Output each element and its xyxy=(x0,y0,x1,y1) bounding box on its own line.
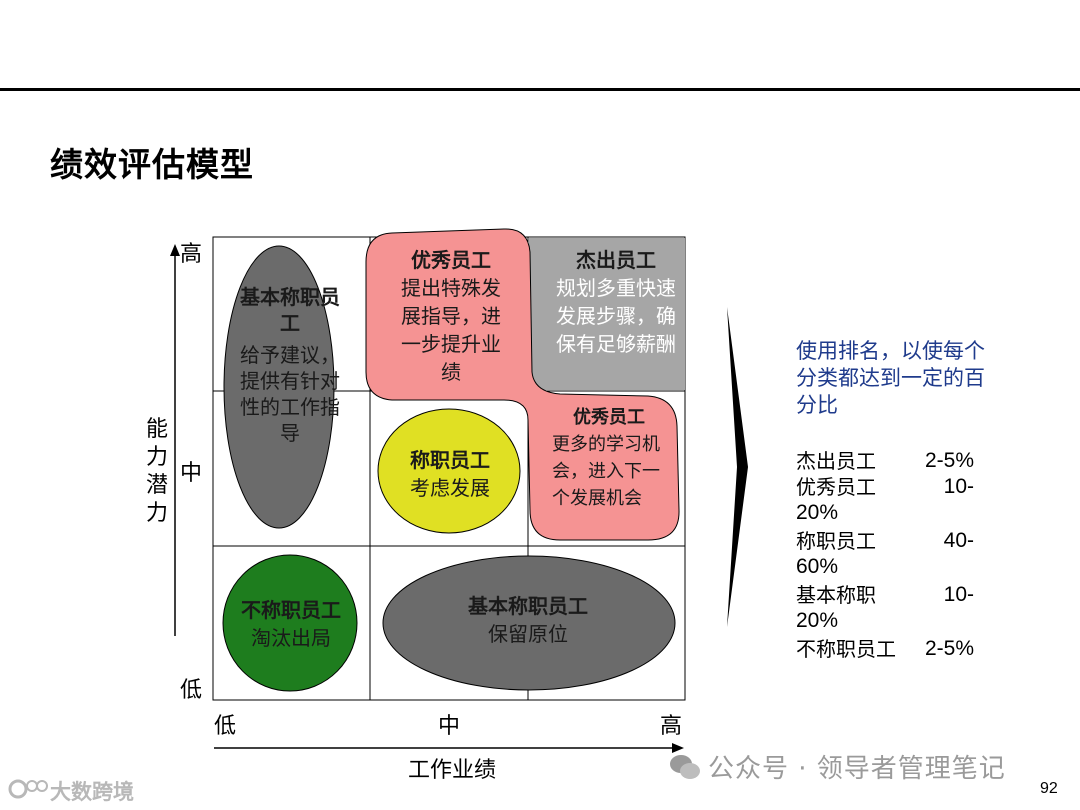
distribution-label: 不称职员工 xyxy=(796,637,896,661)
competent-circle xyxy=(377,408,521,534)
basic-vertical-text: 基本称职员工 给予建议，提供有针对性的工作指导 xyxy=(238,284,342,446)
chevron-arrow-icon xyxy=(727,307,748,627)
y-tick-high: 高 xyxy=(180,242,203,267)
wechat-icon xyxy=(670,755,700,779)
excellent-mid-heading: 优秀员工 xyxy=(573,407,645,428)
top-rule xyxy=(0,88,1080,91)
distribution-row-basic: 基本称职 10- 20% xyxy=(796,582,974,634)
basic-horizontal-body: 保留原位 xyxy=(488,622,568,646)
distribution-value-cont: 20% xyxy=(796,501,839,524)
distribution-value-cont: 60% xyxy=(796,555,839,578)
basic-vertical-ellipse xyxy=(223,245,335,529)
distribution-label: 优秀员工 xyxy=(796,475,876,499)
distribution-row-unqualified: 不称职员工 2-5% xyxy=(796,636,974,662)
x-tick-high: 高 xyxy=(660,714,683,739)
distribution-row-excellent: 优秀员工 10- 20% xyxy=(796,474,974,526)
unqualified-heading: 不称职员工 xyxy=(241,598,341,622)
excellent-top-heading: 优秀员工 xyxy=(411,248,491,272)
distribution-value: 10- xyxy=(943,583,974,606)
distribution-value: 2-5% xyxy=(924,637,974,660)
distribution-label: 基本称职 xyxy=(796,583,876,607)
outstanding-cell xyxy=(529,238,685,390)
excellent-top-text: 优秀员工 提出特殊发展指导，进一步提升业绩 xyxy=(394,246,508,386)
y-axis-title: 能力潜力 xyxy=(145,417,168,526)
basic-horizontal-ellipse xyxy=(382,555,676,691)
y-axis-arrowhead xyxy=(170,244,180,256)
x-axis-arrowhead xyxy=(672,743,684,753)
excellent-mid-text: 优秀员工 更多的学习机会，进入下一个发展机会 xyxy=(552,404,666,512)
x-axis-title: 工作业绩 xyxy=(408,758,497,783)
basic-horizontal-heading: 基本称职员工 xyxy=(468,594,588,618)
distribution-value: 2-5% xyxy=(924,449,974,472)
competent-heading: 称职员工 xyxy=(410,448,490,472)
distribution-row-competent: 称职员工 40- 60% xyxy=(796,528,974,580)
competent-text: 称职员工 考虑发展 xyxy=(396,446,504,502)
x-tick-mid: 中 xyxy=(438,714,461,739)
slide-title: 绩效评估模型 xyxy=(50,145,254,184)
watermark-text: 公众号 · 领导者管理笔记 xyxy=(708,754,1006,784)
outstanding-body: 规划多重快速发展步骤，确保有足够薪酬 xyxy=(556,276,676,356)
distribution-row-outstanding: 杰出员工 2-5% xyxy=(796,448,974,474)
page-number: 92 xyxy=(1040,780,1058,797)
y-tick-mid: 中 xyxy=(180,461,203,486)
basic-vertical-body: 给予建议，提供有针对性的工作指导 xyxy=(240,343,340,445)
unqualified-circle xyxy=(222,554,358,692)
ranking-note: 使用排名，以使每个分类都达到一定的百分比 xyxy=(796,339,985,417)
distribution-label: 称职员工 xyxy=(796,529,876,553)
competent-body: 考虑发展 xyxy=(410,476,490,500)
distribution-value: 40- xyxy=(943,529,974,552)
x-tick-low: 低 xyxy=(214,714,237,739)
distribution-label: 杰出员工 xyxy=(796,449,876,473)
outstanding-text: 杰出员工 规划多重快速发展步骤，确保有足够薪酬 xyxy=(552,246,680,358)
distribution-value: 10- xyxy=(943,475,974,498)
excellent-region xyxy=(365,228,680,541)
unqualified-body: 淘汰出局 xyxy=(251,626,331,650)
basic-vertical-heading: 基本称职员工 xyxy=(240,285,340,335)
y-tick-low: 低 xyxy=(180,678,203,703)
unqualified-text: 不称职员工 淘汰出局 xyxy=(228,596,354,652)
excellent-top-body: 提出特殊发展指导，进一步提升业绩 xyxy=(401,276,501,384)
outstanding-heading: 杰出员工 xyxy=(576,248,656,272)
basic-horizontal-text: 基本称职员工 保留原位 xyxy=(460,592,596,648)
watermark-logo-icon xyxy=(8,779,48,799)
distribution-value-cont: 20% xyxy=(796,609,839,632)
watermark-left-text: 大数跨境 xyxy=(50,780,134,804)
excellent-mid-body: 更多的学习机会，进入下一个发展机会 xyxy=(552,434,660,509)
